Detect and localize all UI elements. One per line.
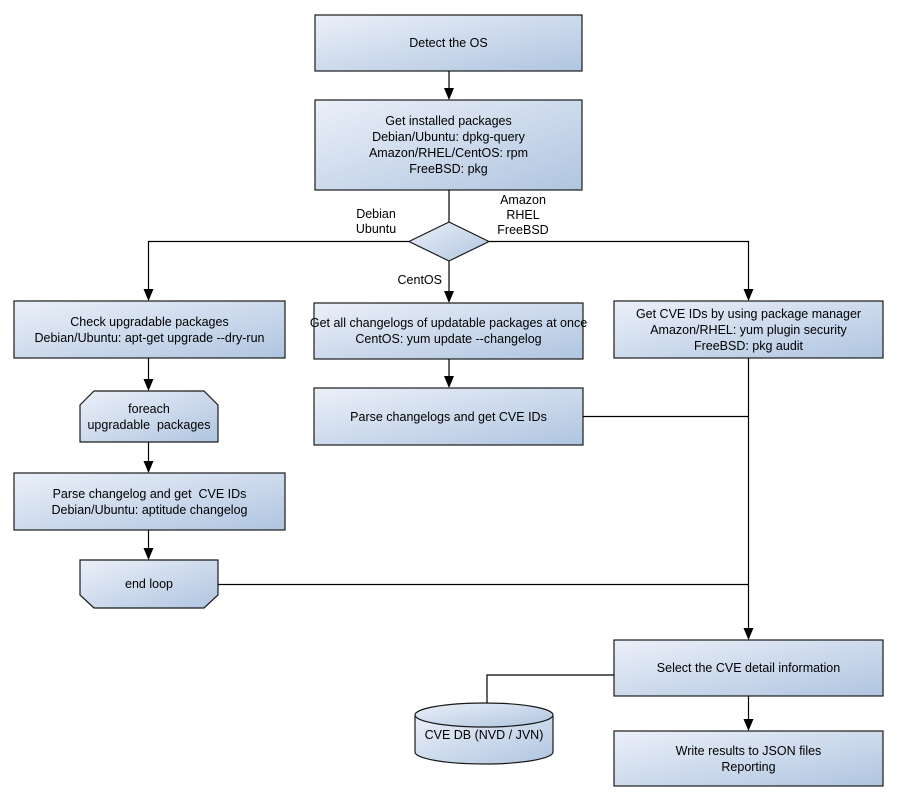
process-box-get-cve-ids xyxy=(613,300,884,359)
edge-label-amazon-rhel-freebsd: Amazon RHEL FreeBSD xyxy=(483,193,563,238)
database-cylinder-top xyxy=(414,702,554,728)
loop-end-shape xyxy=(79,559,219,609)
edge-label-debian-ubuntu: Debian Ubuntu xyxy=(336,207,416,237)
connector-decision-to-check-upgradable xyxy=(147,240,409,298)
arrowhead xyxy=(743,719,754,731)
arrowhead xyxy=(743,289,754,301)
edge-label-line: FreeBSD xyxy=(497,223,549,237)
arrowhead xyxy=(444,88,454,100)
edge-label-line: Debian xyxy=(356,207,396,221)
arrowhead xyxy=(743,628,754,640)
process-box-select-cve-detail xyxy=(613,639,884,697)
connector-cvedb-to-select xyxy=(486,674,614,703)
arrowhead xyxy=(143,548,154,560)
connector-decision-to-get-cve-ids xyxy=(489,240,750,298)
database-cylinder-body xyxy=(414,715,554,765)
process-box-parse-changelogs xyxy=(313,387,584,446)
process-box-get-installed-packages xyxy=(314,99,583,191)
decision-diamond-os-branch xyxy=(407,221,491,262)
arrowhead xyxy=(143,379,154,391)
edge-label-centos: CentOS xyxy=(362,273,442,288)
loop-begin-shape-foreach xyxy=(79,390,219,443)
edge-label-line: RHEL xyxy=(506,208,540,222)
arrowhead xyxy=(444,291,454,303)
process-box-write-results xyxy=(613,730,884,787)
process-box-get-all-changelogs xyxy=(313,302,584,360)
process-box-detect-os xyxy=(314,14,583,72)
arrowhead xyxy=(143,289,154,301)
edge-label-line: Amazon xyxy=(500,193,546,207)
arrowhead xyxy=(143,461,154,473)
edge-label-line: CentOS xyxy=(397,273,442,287)
process-box-parse-changelog xyxy=(13,472,286,531)
edge-label-line: Ubuntu xyxy=(355,222,397,236)
process-box-check-upgradable xyxy=(13,300,286,359)
arrowhead xyxy=(444,376,454,388)
